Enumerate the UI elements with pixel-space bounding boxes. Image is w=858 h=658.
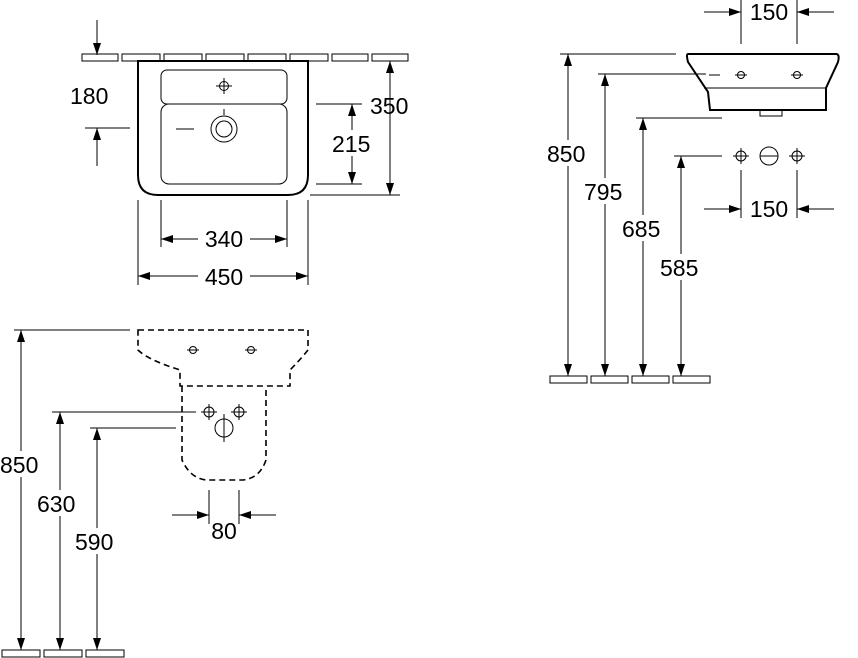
dim-front-80: 80 [172, 490, 276, 544]
dim-front-850: 850 [0, 329, 130, 650]
dim-front-590-label: 590 [75, 529, 113, 555]
dim-front-850-label: 850 [0, 452, 38, 478]
supply-left-icon [201, 404, 217, 420]
dim-215: 215 [316, 103, 376, 185]
pedestal-outline [181, 386, 267, 481]
side-supply-right-icon [789, 148, 805, 164]
dim-180: 180 [70, 20, 130, 166]
dim-side-795-label: 795 [584, 179, 622, 205]
dim-side-585-label: 585 [660, 255, 698, 281]
dim-350-label: 350 [370, 93, 408, 119]
dim-front-630-label: 630 [37, 491, 75, 517]
dim-450-label: 450 [205, 264, 243, 290]
top-view: 180 350 215 340 [70, 20, 409, 290]
overflow-hole-left-icon [187, 346, 199, 354]
dim-side-685-label: 685 [622, 216, 660, 242]
drain-icon [176, 109, 238, 143]
side-tap-hole-right-icon [791, 71, 803, 79]
supply-right-icon [231, 404, 247, 420]
wall-tiles [81, 53, 409, 62]
dim-side-685: 685 [620, 117, 722, 376]
waste-spigot [759, 109, 783, 117]
dim-180-label: 180 [70, 83, 108, 109]
dim-side-850-label: 850 [547, 141, 585, 167]
dim-front-80-label: 80 [211, 518, 237, 544]
dim-side-150-top: 150 [704, 0, 834, 44]
basin-outline [137, 60, 309, 196]
dim-side-795: 795 [582, 73, 706, 376]
overflow-hole-right-icon [245, 346, 257, 354]
side-view: 150 150 [546, 0, 840, 384]
floor-tiles-side [549, 375, 711, 384]
waste-outlet-icon [214, 414, 234, 442]
dim-side-150-top-label: 150 [750, 0, 788, 25]
dim-450: 450 [137, 200, 309, 290]
dim-340-label: 340 [205, 226, 243, 252]
basin-front-outline [137, 329, 309, 387]
side-tap-hole-left-icon [735, 71, 747, 79]
dim-215-label: 215 [332, 131, 370, 157]
basin-side-outline [686, 53, 840, 111]
bowl-outline [160, 103, 288, 185]
dim-front-630: 630 [36, 411, 196, 650]
front-view: 850 630 590 80 [0, 329, 309, 658]
floor-tiles-front [1, 649, 125, 658]
side-supply-left-icon [733, 148, 749, 164]
dim-side-150-bottom-label: 150 [750, 196, 788, 222]
dim-front-590: 590 [74, 427, 176, 650]
side-waste-icon [759, 146, 779, 166]
dim-350: 350 [310, 61, 408, 196]
dim-side-150-bottom: 150 [704, 170, 834, 222]
dim-side-585: 585 [658, 155, 722, 376]
dim-side-850: 850 [546, 53, 676, 376]
tap-hole-icon [216, 78, 232, 94]
dim-340: 340 [160, 200, 288, 252]
